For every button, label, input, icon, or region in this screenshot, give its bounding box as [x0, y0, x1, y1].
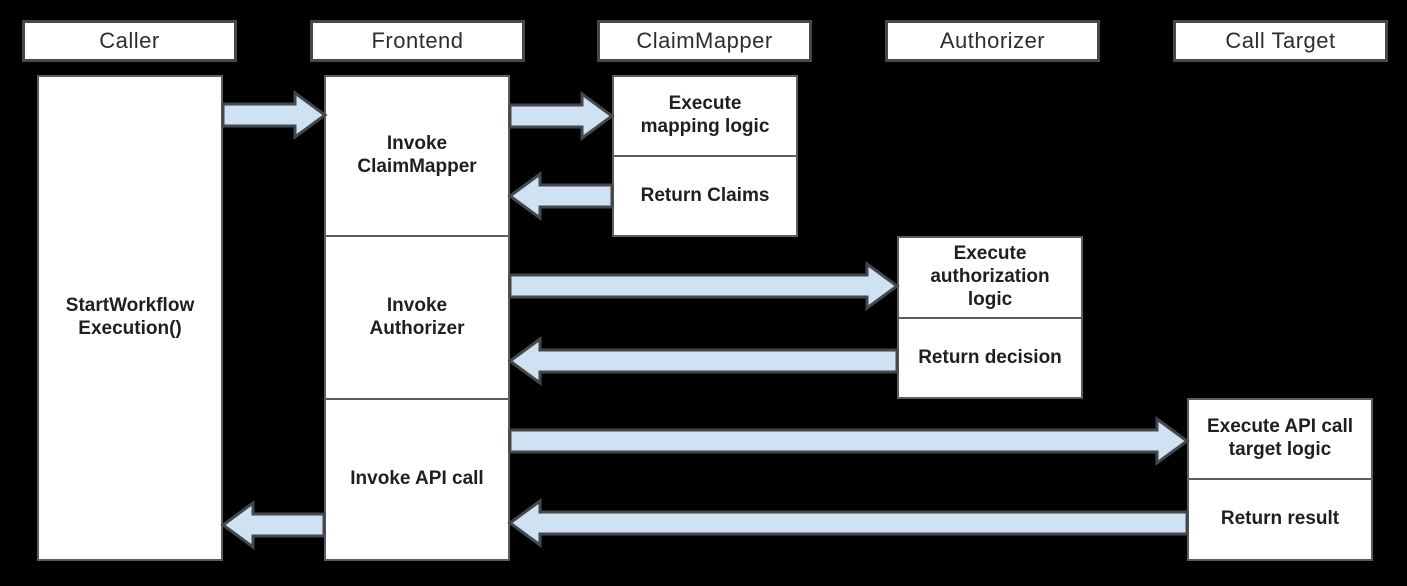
- lane-header-authorizer: Authorizer: [885, 20, 1100, 62]
- caller-startworkflow-label: StartWorkflow Execution(): [65, 295, 195, 339]
- calltarget-return-result-label: Return result: [1189, 478, 1371, 559]
- authorizer-return-decision-label: Return decision: [899, 316, 1081, 397]
- claimmapper-return-claims-label: Return Claims: [614, 155, 796, 235]
- arrow-frontend-to-authorizer: [508, 261, 900, 311]
- activation-authorizer: Execute authorization logic Return decis…: [897, 236, 1083, 399]
- arrow-frontend-to-calltarget: [508, 416, 1190, 466]
- lane-header-frontend: Frontend: [310, 20, 525, 62]
- arrow-frontend-to-claimmapper: [508, 91, 615, 141]
- arrow-frontend-return-to-caller: [220, 500, 326, 550]
- activation-calltarget: Execute API call target logic Return res…: [1187, 398, 1373, 561]
- authorizer-execute-authorization-label: Execute authorization logic: [930, 243, 1050, 310]
- frontend-invoke-api-call-label: Invoke API call: [326, 397, 508, 559]
- activation-frontend: Invoke ClaimMapper Invoke Authorizer Inv…: [324, 75, 510, 561]
- frontend-invoke-claimmapper-label: Invoke ClaimMapper: [357, 133, 477, 178]
- activation-claimmapper: Execute mapping logic Return Claims: [612, 75, 798, 237]
- calltarget-execute-api-label: Execute API call target logic: [1206, 416, 1354, 460]
- arrow-calltarget-return-result: [507, 498, 1189, 548]
- claimmapper-execute-mapping-label: Execute mapping logic: [640, 93, 770, 137]
- lane-header-calltarget: Call Target: [1173, 20, 1388, 62]
- arrow-caller-to-frontend: [221, 90, 328, 140]
- activation-caller: StartWorkflow Execution(): [37, 75, 223, 561]
- arrow-claimmapper-return-claims: [507, 171, 614, 221]
- arrow-authorizer-return-decision: [507, 336, 899, 386]
- lane-header-caller: Caller: [22, 20, 237, 62]
- lane-header-claimmapper: ClaimMapper: [597, 20, 812, 62]
- frontend-invoke-authorizer-label: Invoke Authorizer: [326, 235, 508, 397]
